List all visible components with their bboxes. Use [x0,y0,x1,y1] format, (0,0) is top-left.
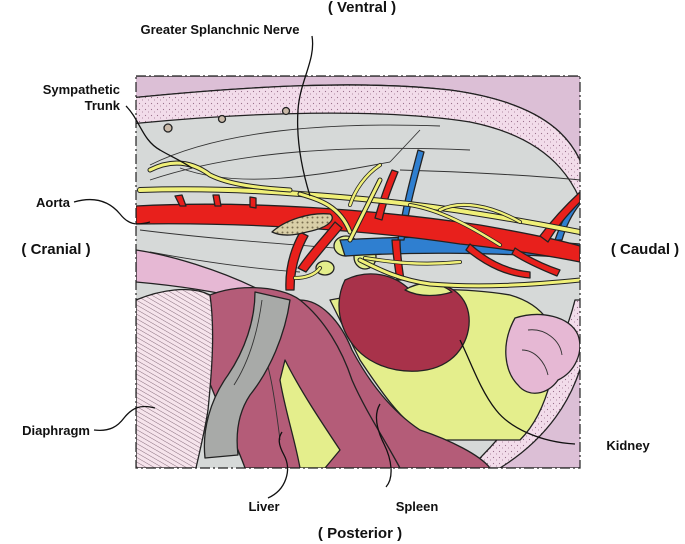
figure-frame [135,75,581,469]
surgical-field [136,76,580,468]
intestine [505,313,580,394]
label-sympathetic: Sympathetic [43,82,120,97]
orientation-cranial: ( Cranial ) [21,241,90,258]
label-liver: Liver [248,499,279,514]
celiac-ganglion [271,213,333,236]
label-kidney: Kidney [606,438,650,453]
retractor [203,291,291,459]
leader-lines [73,35,576,499]
label-greater-splanchnic-nerve: Greater Splanchnic Nerve [141,22,300,37]
label-aorta: Aorta [36,195,71,210]
fat-layer [136,84,580,202]
kidney-organ [338,273,470,372]
nerve-network [137,160,580,289]
diaphragm-muscle [136,288,214,468]
orientation-ventral: ( Ventral ) [328,0,396,16]
aorta-vessel [136,203,580,263]
label-spleen: Spleen [396,499,439,514]
orientation-posterior: ( Posterior ) [318,525,402,542]
orientation-caudal: ( Caudal ) [611,241,679,258]
label-diaphragm: Diaphragm [22,423,90,438]
label-trunk: Trunk [85,98,121,113]
spleen [299,299,491,468]
